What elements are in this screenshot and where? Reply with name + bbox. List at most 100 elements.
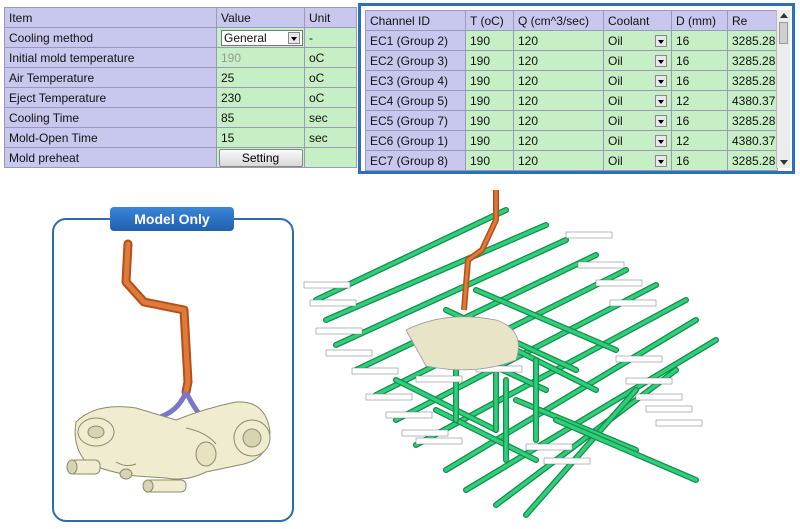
param-header-unit: Unit bbox=[304, 7, 357, 28]
chevron-down-icon[interactable] bbox=[655, 34, 667, 47]
channel-flow-rate[interactable]: 120 bbox=[513, 150, 604, 171]
coolant-select[interactable]: Oil bbox=[608, 154, 667, 168]
molded-part-illustration bbox=[66, 239, 271, 493]
channel-reynolds: 3285.28 bbox=[727, 50, 778, 71]
channel-diameter[interactable]: 16 bbox=[671, 50, 728, 71]
cooling-channel-lines bbox=[313, 207, 719, 518]
eject-temperature-field[interactable]: 230 bbox=[216, 87, 305, 108]
coolant-select[interactable]: Oil bbox=[608, 134, 667, 148]
channel-flow-rate[interactable]: 120 bbox=[513, 90, 604, 111]
cooling-channel-table: Channel ID T (oC) Q (cm^3/sec) Coolant D… bbox=[365, 10, 778, 171]
channel-value-tag bbox=[609, 299, 657, 307]
param-label: Mold-Open Time bbox=[4, 127, 217, 148]
channel-flow-rate[interactable]: 120 bbox=[513, 110, 604, 131]
model-only-label: Model Only bbox=[110, 207, 234, 231]
param-unit: oC bbox=[304, 67, 357, 88]
channel-diameter[interactable]: 16 bbox=[671, 110, 728, 131]
mold-preheat-setting-button[interactable]: Setting bbox=[218, 148, 303, 167]
coolant-value: Oil bbox=[608, 93, 623, 108]
channel-value-tag bbox=[525, 443, 573, 451]
header-reynolds: Re bbox=[727, 10, 778, 31]
chevron-down-icon[interactable] bbox=[655, 114, 667, 127]
param-label: Cooling method bbox=[4, 27, 217, 48]
channel-temperature[interactable]: 190 bbox=[465, 70, 514, 91]
param-unit: oC bbox=[304, 87, 357, 108]
air-temperature-field[interactable]: 25 bbox=[216, 67, 305, 88]
channel-reynolds: 3285.28 bbox=[727, 150, 778, 171]
scroll-thumb[interactable] bbox=[779, 22, 788, 44]
param-label: Cooling Time bbox=[4, 107, 217, 128]
channel-id: EC2 (Group 3) bbox=[365, 50, 466, 71]
coolant-value: Oil bbox=[608, 113, 623, 128]
chevron-down-icon[interactable] bbox=[655, 54, 667, 67]
coolant-select[interactable]: Oil bbox=[608, 34, 667, 48]
channel-temperature[interactable]: 190 bbox=[465, 90, 514, 111]
channel-value-tag bbox=[315, 327, 363, 335]
chevron-down-icon[interactable] bbox=[655, 74, 667, 87]
sprue-runner bbox=[121, 239, 193, 397]
chevron-down-icon[interactable] bbox=[288, 31, 300, 44]
channel-id: EC6 (Group 1) bbox=[365, 130, 466, 151]
channel-coolant-cell: Oil bbox=[603, 70, 672, 91]
param-header-row: Item Value Unit bbox=[4, 7, 357, 28]
coolant-select[interactable]: Oil bbox=[608, 54, 667, 68]
channel-coolant-cell: Oil bbox=[603, 130, 672, 151]
cooling-method-select[interactable]: General bbox=[221, 29, 303, 46]
channel-temperature[interactable]: 190 bbox=[465, 150, 514, 171]
param-unit: sec bbox=[304, 127, 357, 148]
mold-open-time-field[interactable]: 15 bbox=[216, 127, 305, 148]
channel-coolant-cell: Oil bbox=[603, 90, 672, 111]
channel-reynolds: 3285.28 bbox=[727, 70, 778, 91]
channel-diameter[interactable]: 16 bbox=[671, 70, 728, 91]
channel-diameter[interactable]: 12 bbox=[671, 130, 728, 151]
cooling-pipe-highlight bbox=[354, 253, 598, 372]
param-row-mold-open-time: Mold-Open Time 15 sec bbox=[4, 127, 357, 148]
channel-flow-rate[interactable]: 120 bbox=[513, 130, 604, 151]
param-label: Air Temperature bbox=[4, 67, 217, 88]
channel-flow-rate[interactable]: 120 bbox=[513, 30, 604, 51]
channel-header-row: Channel ID T (oC) Q (cm^3/sec) Coolant D… bbox=[365, 10, 778, 31]
channel-flow-rate[interactable]: 120 bbox=[513, 70, 604, 91]
param-unit: oC bbox=[304, 47, 357, 68]
param-unit: sec bbox=[304, 107, 357, 128]
channel-table-scrollbar[interactable] bbox=[776, 10, 790, 168]
param-row-air-temperature: Air Temperature 25 oC bbox=[4, 67, 357, 88]
coolant-value: Oil bbox=[608, 73, 623, 88]
chevron-down-icon[interactable] bbox=[655, 154, 667, 167]
chevron-down-icon[interactable] bbox=[655, 134, 667, 147]
cooling-time-field[interactable]: 85 bbox=[216, 107, 305, 128]
scroll-down-icon[interactable] bbox=[780, 160, 788, 165]
cooling-pipe-highlight bbox=[434, 408, 538, 462]
channel-value-labels bbox=[303, 231, 703, 465]
cooling-pipe-highlight bbox=[524, 388, 638, 517]
channel-diameter[interactable]: 12 bbox=[671, 90, 728, 111]
cooling-pipe-highlight bbox=[474, 288, 618, 352]
channel-coolant-cell: Oil bbox=[603, 110, 672, 131]
scroll-up-icon[interactable] bbox=[780, 13, 788, 18]
param-row-mold-preheat: Mold preheat Setting bbox=[4, 147, 357, 168]
channel-id: EC3 (Group 4) bbox=[365, 70, 466, 91]
channel-temperature[interactable]: 190 bbox=[465, 50, 514, 71]
channel-temperature[interactable]: 190 bbox=[465, 110, 514, 131]
coolant-select[interactable]: Oil bbox=[608, 114, 667, 128]
channel-value-tag bbox=[655, 419, 703, 427]
channel-flow-rate[interactable]: 120 bbox=[513, 50, 604, 71]
coolant-select[interactable]: Oil bbox=[608, 74, 667, 88]
chevron-down-icon[interactable] bbox=[655, 94, 667, 107]
coolant-select[interactable]: Oil bbox=[608, 94, 667, 108]
coolant-value: Oil bbox=[608, 153, 623, 168]
channel-diameter[interactable]: 16 bbox=[671, 30, 728, 51]
channel-value-tag bbox=[577, 261, 625, 269]
coolant-value: Oil bbox=[608, 53, 623, 68]
channel-temperature[interactable]: 190 bbox=[465, 130, 514, 151]
channel-value-tag bbox=[415, 437, 463, 445]
channel-temperature[interactable]: 190 bbox=[465, 30, 514, 51]
channel-diameter[interactable]: 16 bbox=[671, 150, 728, 171]
